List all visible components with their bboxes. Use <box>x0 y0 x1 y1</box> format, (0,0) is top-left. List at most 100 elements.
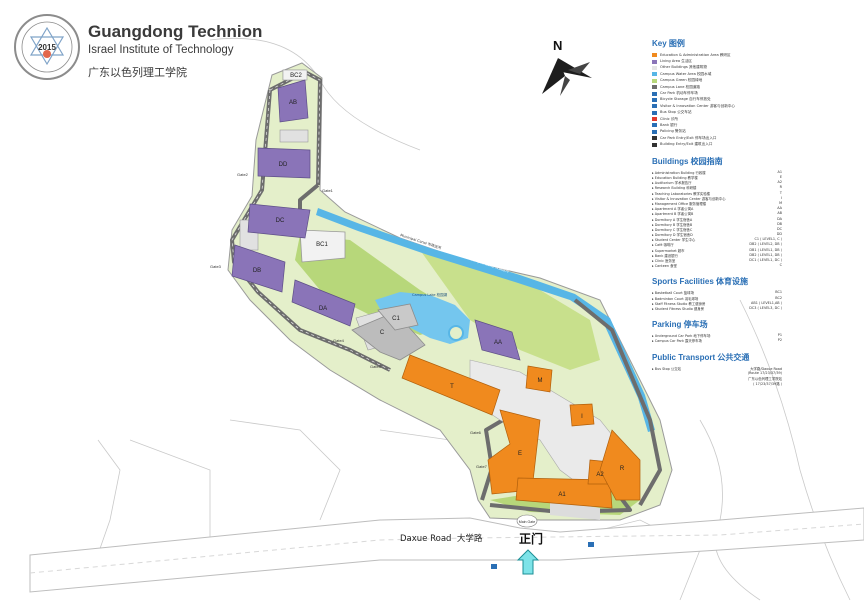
key-item-label: Car Park 机动车停车场 <box>660 91 698 96</box>
key-swatch-icon <box>652 110 657 115</box>
legend-row-name: ▸ Management Office 服务管理楼 <box>652 201 707 206</box>
administration-a1 <box>515 477 613 509</box>
key-item-label: Campus Lane 校园道路 <box>660 84 700 89</box>
svg-text:Gate1: Gate1 <box>322 188 334 193</box>
school-chinese-name: 广东以色列理工学院 <box>88 66 187 79</box>
legend-row-code: T <box>779 190 782 195</box>
svg-text:2015: 2015 <box>38 43 56 52</box>
key-item: Campus Water Area 校园水域 <box>652 71 782 77</box>
key-swatch-icon <box>652 91 657 96</box>
legend-row-name: ▸ Teaching Laboratories 教学实验楼 <box>652 191 711 196</box>
research-r <box>599 429 641 501</box>
legend-row-code: AB <box>777 211 782 216</box>
key-swatch-icon <box>652 78 657 83</box>
svg-text:M: M <box>538 378 543 384</box>
key-item: Campus Green 校园绿地 <box>652 78 782 84</box>
legend-row-name: ▸ Campus Car Park 露天停车场 <box>652 339 702 344</box>
key-item: Living Area 生活区 <box>652 58 782 64</box>
legend-row-code: 大学路/Daxue Road <box>750 366 782 371</box>
svg-text:AA: AA <box>494 340 502 346</box>
legend-row-name: ▸ Apartment B 学者公寓B <box>652 212 694 217</box>
key-section: Key 图例 Education & Administration Area 教… <box>652 38 782 148</box>
legend-row-name: ▸ Basketball Court 篮球场 <box>652 291 694 296</box>
legend-row-code: DD <box>776 232 782 237</box>
key-item: Bank 银行 <box>652 122 782 128</box>
legend-row: ▸ Dormitory A 学生宿舍A DA <box>652 217 782 222</box>
key-item-label: Building Entry/Exit 建筑出入口 <box>660 142 713 147</box>
legend-row-code: 广东以色列理工学院站 <box>748 376 782 381</box>
svg-text:Gate4: Gate4 <box>333 338 345 343</box>
teaching-labs-t <box>401 354 501 416</box>
key-item-label: Clinic 诊所 <box>660 116 679 121</box>
legend-row-code: P2 <box>777 338 782 343</box>
svg-text:Gate3: Gate3 <box>210 264 222 269</box>
legend-row-code: (Route 17/23/37/39) <box>747 370 782 375</box>
legend-row-code: I <box>781 195 782 200</box>
legend-row-name: ▸ Dormitory D 学生宿舍D <box>652 233 693 238</box>
school-subtitle: Israel Institute of Technology <box>88 44 234 56</box>
legend-row-code: DB2 ( LEVEL1, DB ) <box>749 252 782 257</box>
building-labels: AB DD DC DB DA C1 C AA M T I E A2 A1 R B… <box>253 73 625 498</box>
living-area-buildings <box>231 79 521 361</box>
legend-panel: Key 图例 Education & Administration Area 教… <box>652 38 782 394</box>
legend-row-code: BC2 <box>775 295 782 300</box>
legend-row-code: C <box>779 263 782 268</box>
legend-row-code: DB1 ( LEVEL1, DB ) <box>749 247 782 252</box>
key-item-label: Campus Green 校园绿地 <box>660 78 703 83</box>
legend-row-code: A1 <box>777 169 782 174</box>
education-e <box>487 409 541 495</box>
key-swatch-icon <box>652 53 657 58</box>
main-gate-arrow-icon <box>516 549 540 575</box>
svg-text:T: T <box>450 384 454 390</box>
key-swatch-icon <box>652 72 657 77</box>
legend-row: ( 17/23/37/39路 ) <box>652 381 782 386</box>
transport-title: Public Transport 公共交通 <box>652 352 750 362</box>
key-item: Education & Administration Area 教研区 <box>652 52 782 58</box>
legend-row-code: AB1 ( LEVEL1,AB ) <box>751 300 782 305</box>
svg-text:DC: DC <box>276 218 285 224</box>
key-swatch-icon <box>652 65 657 70</box>
key-item: Visitor & Innovation Center 游客与创新中心 <box>652 103 782 109</box>
key-swatch-icon <box>652 117 657 122</box>
legend-row-name: ▸ Apartment A 学者公寓A <box>652 207 694 212</box>
key-item-label: Living Area 生活区 <box>660 59 693 64</box>
campus-lake <box>375 292 470 344</box>
apartment-aa <box>474 319 521 361</box>
key-title: Key 图例 <box>652 39 685 48</box>
svg-text:Gate5: Gate5 <box>370 364 382 369</box>
legend-row-code: DA <box>777 216 782 221</box>
legend-row-code: ( 17/23/37/39路 ) <box>753 382 782 387</box>
key-item: Bus Stop 公交车站 <box>652 110 782 116</box>
svg-text:R: R <box>620 466 625 472</box>
transport-list: ▸ Bus Stop 公交站 大学路/Daxue Road(Route 17/23… <box>652 366 782 387</box>
legend-row: 广东以色列理工学院站 <box>652 376 782 381</box>
campus-lake-label: Campus Lake 校园湖 <box>412 292 448 297</box>
key-swatch-icon <box>652 104 657 109</box>
key-item: Bicycle Storage 自行车停放处 <box>652 97 782 103</box>
svg-text:C: C <box>380 330 385 336</box>
legend-row-name: ▸ Bus Stop 公交站 <box>652 366 682 371</box>
sports-title: Sports Facilities 体育设施 <box>652 277 749 287</box>
key-item: Building Entry/Exit 建筑出入口 <box>652 141 782 147</box>
legend-row-code: P1 <box>777 333 782 338</box>
buildings-title: Buildings 校园指南 <box>652 156 723 166</box>
legend-row-name: ▸ Clinic 医务室 <box>652 259 676 264</box>
legend-row-name: ▸ Dormitory C 学生宿舍C <box>652 227 693 232</box>
key-item-label: Campus Water Area 校园水域 <box>660 71 712 76</box>
legend-row-name: ▸ Student Center 学生中心 <box>652 238 696 243</box>
legend-row-name: ▸ Dormitory A 学生宿舍A <box>652 217 693 222</box>
legend-row-name: ▸ Visitor & Innovation Center 游客与创新中心 <box>652 196 726 201</box>
